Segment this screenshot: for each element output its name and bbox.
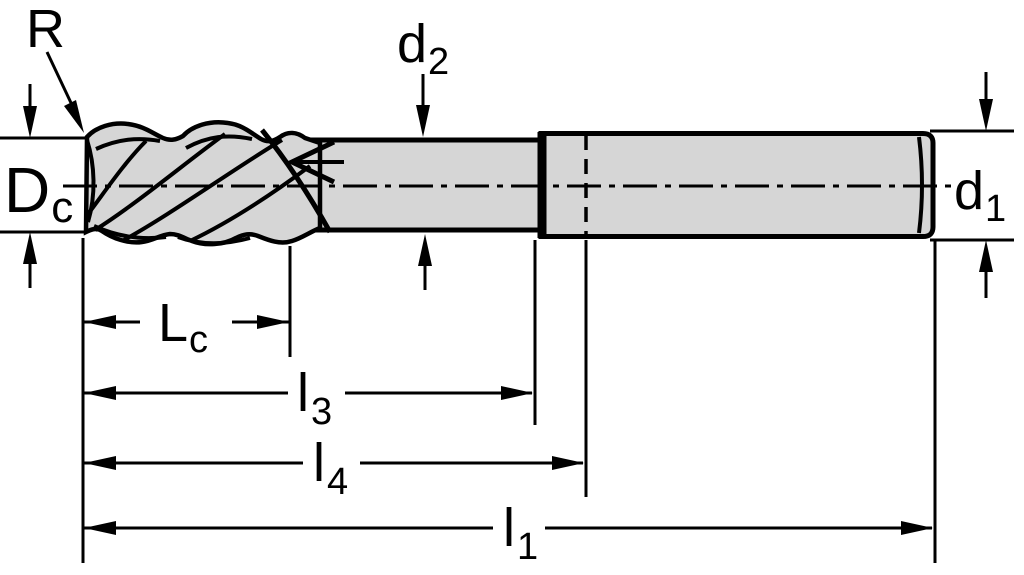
flute-edges [85,128,344,246]
l1-arrowhead-left [84,521,116,535]
end-face-line [85,139,96,223]
dimension-cutting-edge-length: Lc [84,293,289,361]
dimension-overall-length: l1 [84,498,933,568]
dimension-cutting-diameter: Dc [0,84,86,288]
last-flute-curve [260,128,333,234]
flute-edge-line [123,138,284,242]
flute-edge-line [93,132,227,232]
lc-arrowhead-right [257,315,289,329]
d2-arrowhead-top [416,105,430,137]
dc-arrowhead-bottom [23,232,37,264]
flute-helix-bottom [177,235,251,246]
label-neck-diameter: d2 [397,14,449,83]
dc-arrowhead-top [23,106,37,138]
label-overall-length: l1 [503,498,538,568]
radius-leader-arrowhead [64,100,84,133]
flute-helix-top [185,134,253,150]
d2-arrowhead-bottom [418,234,432,266]
dimension-l4: l4 [84,433,584,503]
dimension-neck-diameter: d2 [397,14,449,290]
label-l4: l4 [313,433,348,503]
dimension-shank-diameter: d1 [930,72,1014,298]
l3-arrowhead-left [84,386,116,400]
l4-arrowhead-right [552,456,584,470]
label-l3: l3 [297,363,332,433]
flute-helix-bottom [93,224,167,241]
radius-leader-line [45,51,74,106]
label-corner-radius: R [26,0,65,59]
label-cutting-diameter: Dc [4,154,73,232]
l3-arrowhead-right [501,386,533,400]
dimension-l3: l3 [84,363,533,433]
label-shank-diameter: d1 [954,161,1006,230]
label-cutting-edge-length: Lc [158,293,208,361]
dimension-corner-radius: R [26,0,84,133]
d1-arrowhead-bottom [979,240,993,272]
d1-arrowhead-top [979,99,993,131]
tool-body [63,120,956,247]
l1-arrowhead-right [901,521,933,535]
flute-helix-top [95,137,161,151]
lc-arrowhead-left [84,315,116,329]
l4-arrowhead-left [84,456,116,470]
